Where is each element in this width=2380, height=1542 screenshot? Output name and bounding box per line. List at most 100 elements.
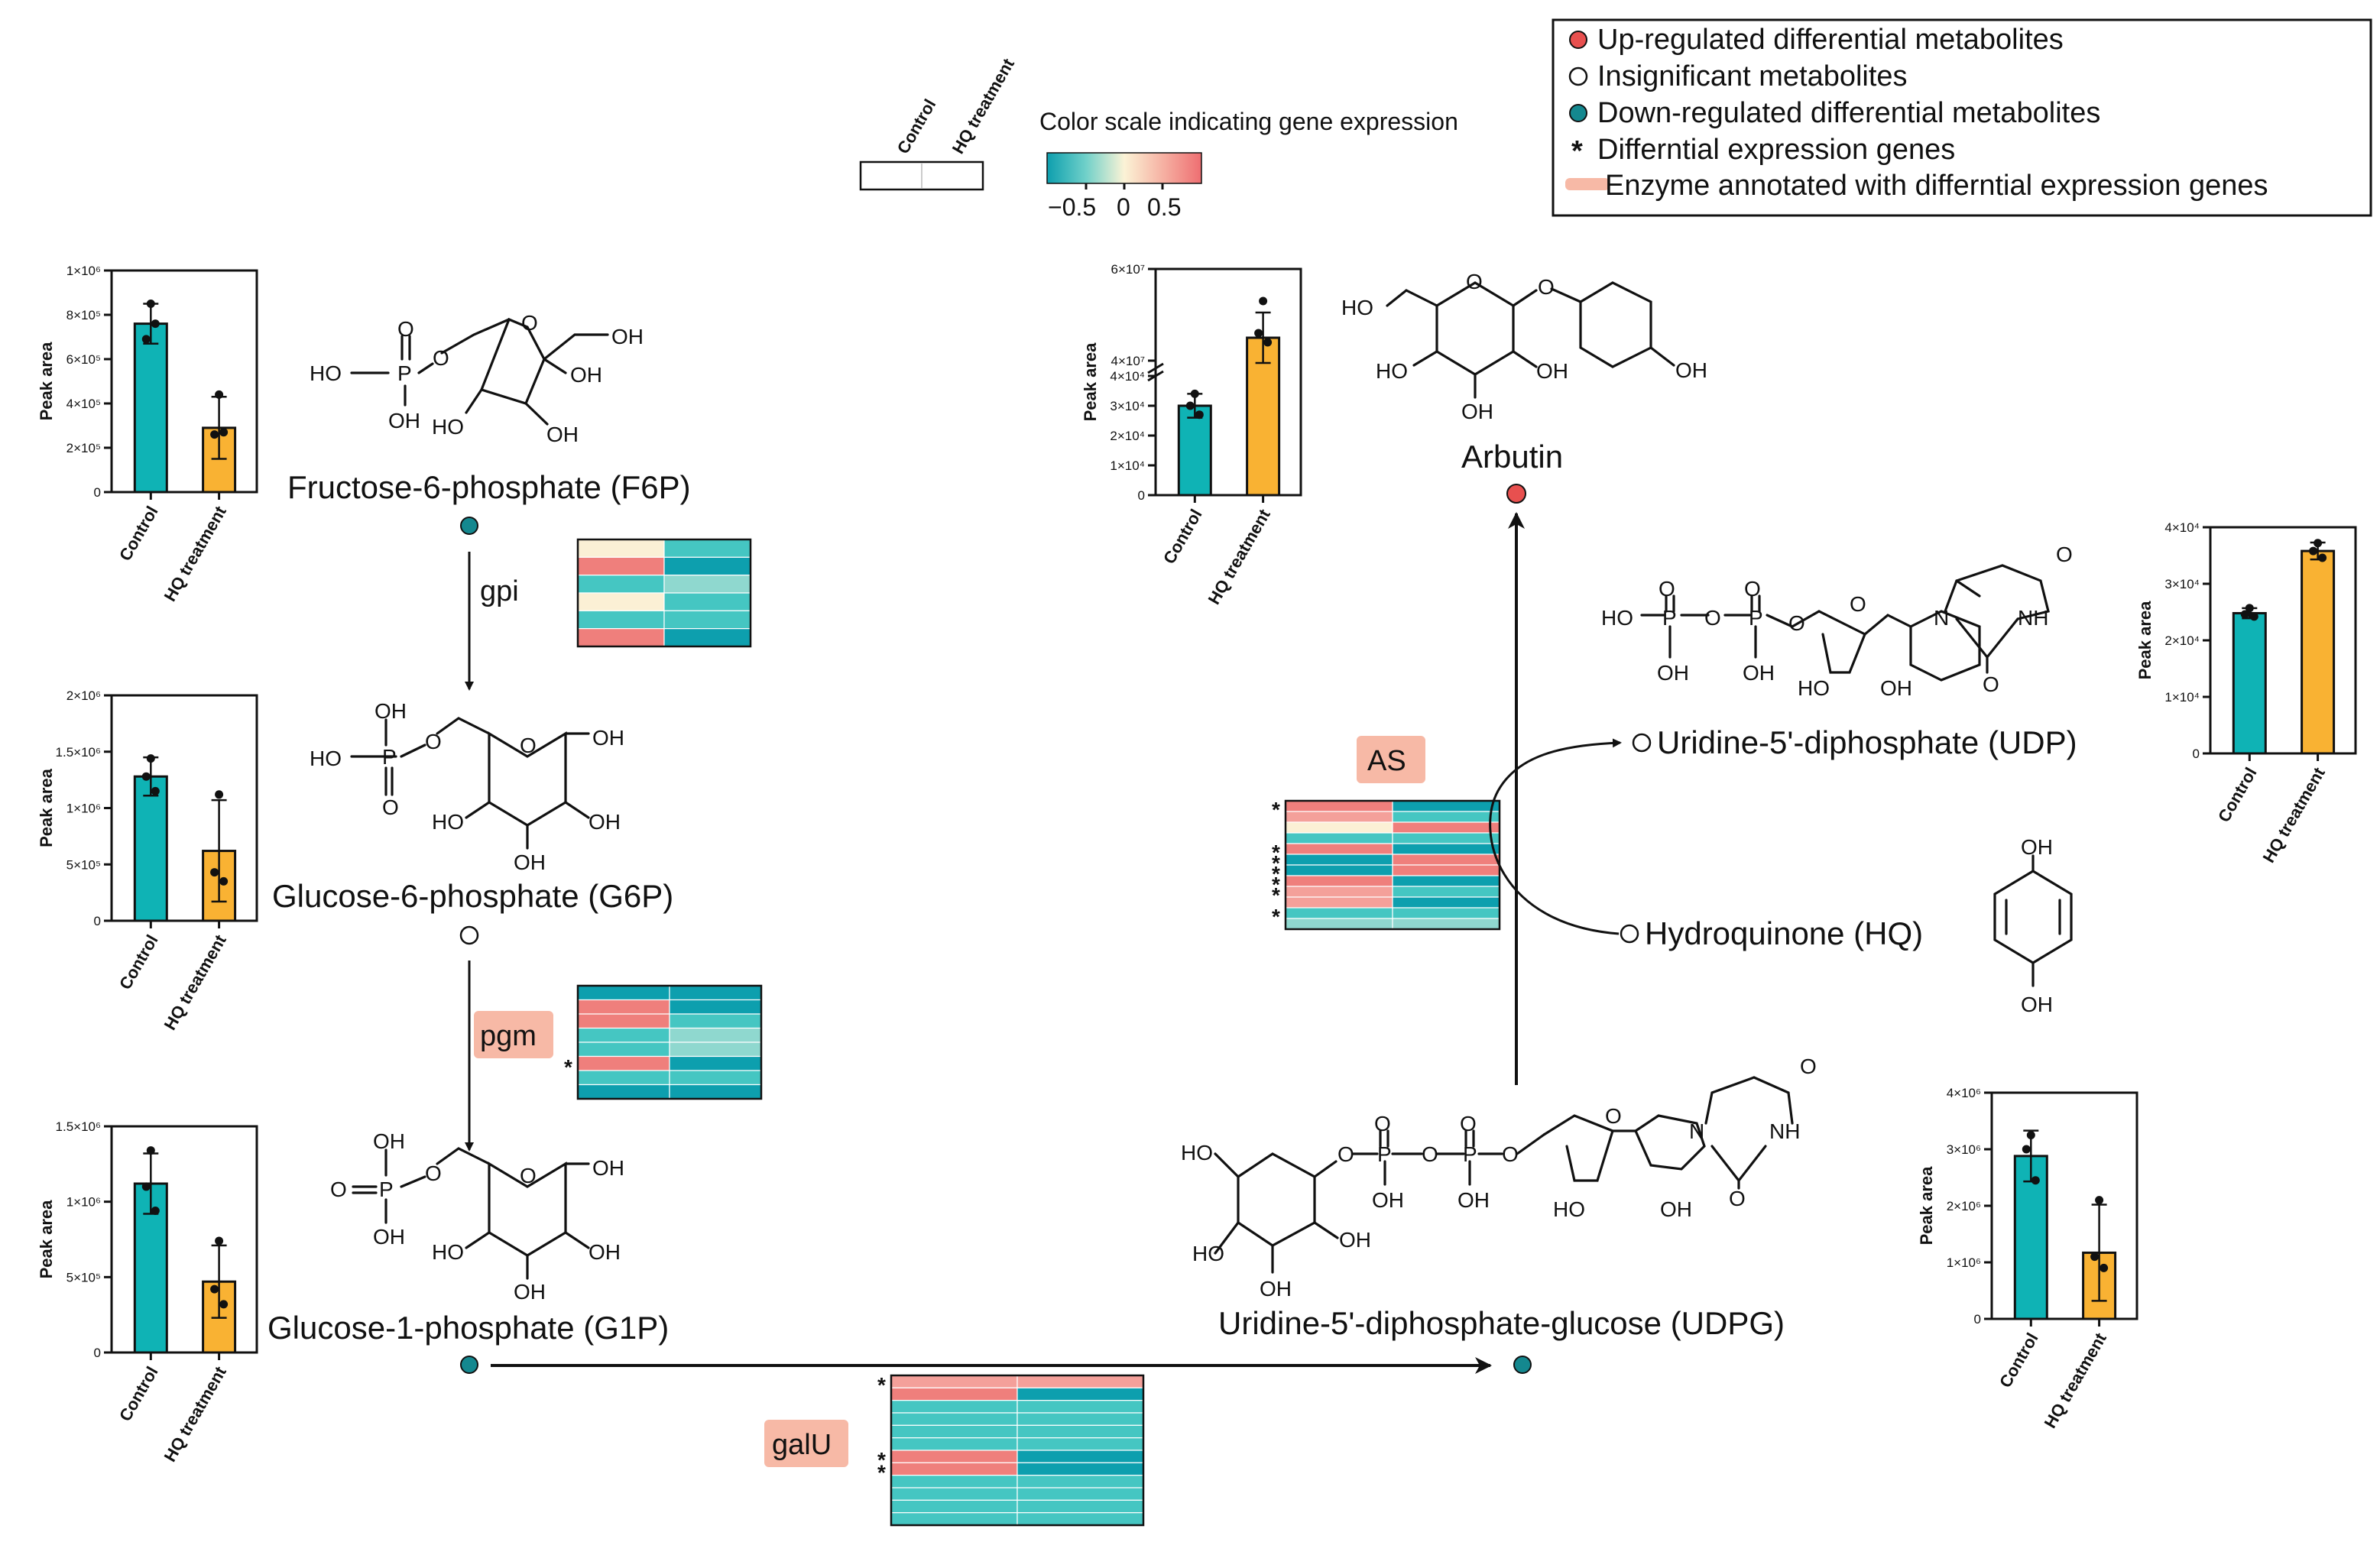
structure-g1p: OH P O OH O O OH OH HO OH: [330, 1129, 624, 1304]
data-point: [219, 428, 229, 437]
svg-text:OH: OH: [375, 699, 407, 723]
asterisk-icon: *: [877, 1448, 886, 1472]
heatmap-cell: [1392, 854, 1500, 866]
heatmap-cell: [890, 1450, 1018, 1463]
y-tick-label: 2×10⁶: [1947, 1199, 1981, 1213]
svg-text:O: O: [1422, 1142, 1438, 1166]
y-tick-label: 1×10⁶: [1947, 1255, 1981, 1270]
enzyme-label-gpi: gpi: [480, 575, 519, 607]
status-dot-udp: [1632, 733, 1652, 753]
svg-text:P: P: [1749, 606, 1763, 630]
legend-salmon-bar-icon: [1565, 178, 1610, 190]
y-axis-label: Peak area: [1081, 342, 1100, 422]
y-tick-label: 1×10⁶: [66, 802, 101, 816]
heatmap-cell: [669, 999, 762, 1015]
svg-text:O: O: [520, 1164, 537, 1187]
svg-text:O: O: [1744, 577, 1761, 601]
heatmap-galu: ***: [877, 1373, 1145, 1527]
status-dot-hq: [1620, 924, 1639, 944]
heatmap-cell: [1285, 886, 1393, 898]
svg-text:O: O: [1983, 672, 1999, 696]
heatmap-cell: [1017, 1512, 1144, 1526]
data-point: [1259, 296, 1268, 306]
data-point: [219, 1300, 229, 1309]
y-tick-label: 5×10⁵: [66, 857, 101, 872]
heatmap-cell: [669, 1027, 762, 1043]
data-point: [2309, 546, 2318, 556]
heatmap-cell: [1285, 875, 1393, 887]
data-point: [1263, 338, 1273, 347]
data-point: [2240, 610, 2249, 619]
heatmap-cell: [1392, 821, 1500, 834]
heatmap-cell: [1285, 821, 1393, 834]
y-tick-label: 3×10⁴: [1110, 399, 1145, 413]
data-point: [215, 790, 224, 799]
data-point: [210, 868, 219, 877]
metabolite-name-arbutin: Arbutin: [1461, 439, 1563, 475]
legend: Up-regulated differential metabolites In…: [1552, 18, 2372, 217]
chart-frame: [110, 694, 258, 922]
asterisk-icon: *: [1272, 851, 1280, 875]
svg-text:O: O: [1704, 606, 1721, 630]
y-tick-label: 6×10⁷: [1111, 262, 1145, 277]
heatmap-cell: [669, 985, 762, 1001]
data-point: [1185, 401, 1195, 410]
data-point: [2314, 539, 2323, 548]
svg-text:OH: OH: [388, 409, 420, 432]
svg-text:OH: OH: [611, 325, 644, 348]
heatmap-cell: [1285, 918, 1393, 930]
svg-text:O: O: [1460, 1112, 1477, 1135]
y-axis-label: Peak area: [37, 1200, 56, 1279]
y-tick-label: 0: [2193, 747, 2200, 761]
legend-open-dot: [1568, 66, 1588, 86]
bar-hq: [2301, 549, 2336, 755]
svg-text:OH: OH: [1339, 1228, 1371, 1252]
heatmap-cell: [1392, 918, 1500, 930]
heatmap-cell: [890, 1375, 1018, 1388]
svg-text:O: O: [521, 311, 538, 335]
structure-f6p: O P HO OH O O OH OH HO OH: [310, 311, 644, 446]
heatmap-cell: [1285, 811, 1393, 823]
asterisk-icon: *: [1272, 798, 1280, 821]
metabolite-name-g6p: Glucose-6-phosphate (G6P): [272, 878, 673, 914]
y-tick-label: 5×10⁵: [66, 1270, 101, 1284]
heatmap-cell: [890, 1412, 1018, 1426]
data-point: [2318, 553, 2327, 562]
asterisk-icon: *: [1272, 873, 1280, 896]
svg-text:O: O: [1729, 1187, 1746, 1210]
svg-text:O: O: [433, 346, 449, 370]
heatmap-cell: [1017, 1499, 1144, 1514]
svg-text:OH: OH: [2021, 993, 2053, 1016]
x-tick-label: Control: [1159, 506, 1206, 567]
heatmap-cell: [577, 999, 670, 1015]
svg-text:O: O: [1605, 1104, 1622, 1128]
colorscale-col-control: Control: [893, 96, 940, 157]
data-point: [1195, 410, 1204, 420]
status-dot-udpg: [1513, 1356, 1532, 1374]
svg-text:O: O: [1538, 275, 1555, 299]
metabolite-name-udpg: Uridine-5'-diphosphate-glucose (UDPG): [1218, 1305, 1785, 1341]
data-point: [2095, 1196, 2104, 1205]
svg-text:O: O: [1659, 577, 1675, 601]
svg-text:OH: OH: [1458, 1188, 1490, 1212]
axis-break-mark: [1147, 362, 1164, 374]
svg-text:P: P: [379, 1178, 394, 1201]
data-point: [2245, 604, 2254, 613]
svg-text:OH: OH: [589, 810, 621, 834]
bar-control: [2232, 611, 2267, 755]
asterisk-icon: *: [564, 1055, 572, 1079]
heatmap-cell: [577, 1013, 670, 1029]
heatmap-border: [576, 538, 752, 648]
heatmap-cell: [577, 1084, 670, 1100]
heatmap-cell: [1392, 896, 1500, 909]
x-tick-label: HQ treatment: [1205, 505, 1275, 607]
legend-label-enzyme: Enzyme annotated with differntial expres…: [1605, 170, 2268, 202]
asterisk-icon: *: [877, 1461, 886, 1485]
svg-text:OH: OH: [1260, 1277, 1292, 1301]
heatmap-cell: [1285, 896, 1393, 909]
y-tick-label: 1×10⁴: [2164, 690, 2200, 705]
svg-text:HO: HO: [1553, 1197, 1585, 1221]
colorscale-tick-zero: 0: [1117, 193, 1130, 221]
